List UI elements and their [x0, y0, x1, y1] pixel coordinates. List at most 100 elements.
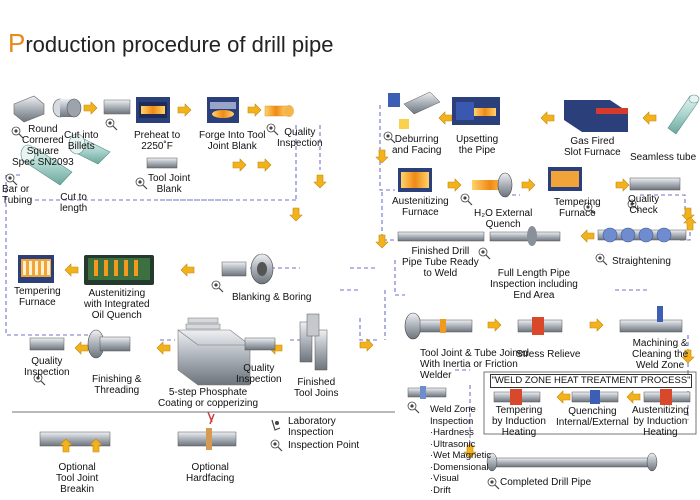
title-first-letter: P [8, 28, 26, 58]
title-rest: roduction procedure of drill pipe [25, 32, 334, 57]
flow-arrow [313, 174, 327, 189]
round-square-stock-icon [13, 95, 45, 123]
forge-press-icon [207, 97, 239, 123]
flow-arrow [375, 149, 389, 164]
furnace-arrows [232, 158, 272, 172]
optional-hardfacing-icon [177, 411, 237, 450]
inspection-point-icon [211, 280, 224, 293]
finished-tool-joins-icon [299, 313, 328, 371]
completed-drill-pipe-label: Completed Drill Pipe [500, 477, 592, 488]
weld-inspection-item: ·Domensional [430, 461, 489, 473]
austenitizing-induction-icon [643, 389, 691, 405]
flow-arrow [438, 111, 453, 125]
weld-inspection-item: ·Wet Magnetic [430, 450, 492, 461]
blanking-boring-icon [221, 253, 274, 285]
seamless-tube-label: Seamless tube [630, 152, 697, 163]
quality-check-pipe-icon [629, 177, 681, 191]
flow-arrow [375, 234, 389, 249]
quality-inspection-2-icon [29, 337, 65, 351]
finishing-threading-icon [87, 329, 131, 359]
flow-arrow [83, 101, 98, 115]
inspection-point-icon [595, 253, 608, 266]
flow-arrow [589, 318, 604, 332]
h2o-quench-icon [472, 172, 513, 198]
phosphate-bath-icon [177, 317, 251, 386]
flow-arrow [359, 338, 374, 352]
flow-arrow [247, 103, 262, 117]
page-title: Production procedure of drill pipe [8, 28, 334, 59]
inspection-point-icon [478, 247, 491, 260]
completed-drill-pipe-icon [486, 452, 658, 472]
flow-arrow [289, 207, 303, 222]
flow-arrow [580, 229, 595, 243]
weld-inspection-item: ·Drift [430, 484, 451, 496]
austenitizing-oil-quench-icon [84, 255, 154, 285]
flow-arrow [626, 390, 641, 404]
flow-arrow [447, 178, 462, 192]
laboratory-inspection-icon [271, 419, 281, 431]
blanking-boring-label: Blanking & Boring [232, 292, 312, 303]
flow-arrow [180, 263, 195, 277]
flow-lines [5, 105, 691, 460]
cut-length-icon [68, 133, 111, 165]
flow-arrow [540, 111, 555, 125]
preheat-furnace-icon [136, 97, 170, 123]
inspection-point-icon [460, 193, 473, 206]
inspection-point-icon [407, 401, 420, 414]
preheat-billet-icon [103, 99, 131, 115]
austenitizing-furnace-icon [398, 168, 432, 192]
flow-arrow [64, 263, 79, 277]
flow-arrow [556, 390, 571, 404]
flow-arrow [521, 178, 536, 192]
weld-zone-box-title: "WELD ZONE HEAT TREATMENT PROCESS" [490, 374, 692, 388]
flow-arrow [615, 178, 630, 192]
inspection-point-icon [270, 439, 283, 452]
tempering-induction-icon [493, 389, 541, 405]
stress-relieve-label: Stress Relieve [516, 349, 581, 360]
flow-arrow [156, 341, 171, 355]
gas-fired-furnace-icon [564, 100, 628, 132]
weld-zone-process-box [483, 371, 697, 435]
quality-inspection-3-icon [244, 337, 276, 351]
quenching-icon [571, 390, 619, 404]
straightening-rollers-icon [597, 227, 687, 243]
optional-breakin-icon [39, 431, 111, 453]
flow-arrow [74, 341, 89, 355]
flow-arrow [487, 318, 502, 332]
flow-arrow [642, 111, 657, 125]
tool-joint-tube-weld-icon [404, 312, 473, 340]
machining-weld-zone-icon [619, 306, 683, 333]
tool-joint-blank-icon [264, 105, 294, 117]
straightening-label: Straightening [612, 256, 671, 267]
upsetting-pipe-icon [452, 97, 500, 125]
weld-inspection-item: ·Ultrasonic [430, 438, 476, 450]
flow-arrow [177, 103, 192, 117]
